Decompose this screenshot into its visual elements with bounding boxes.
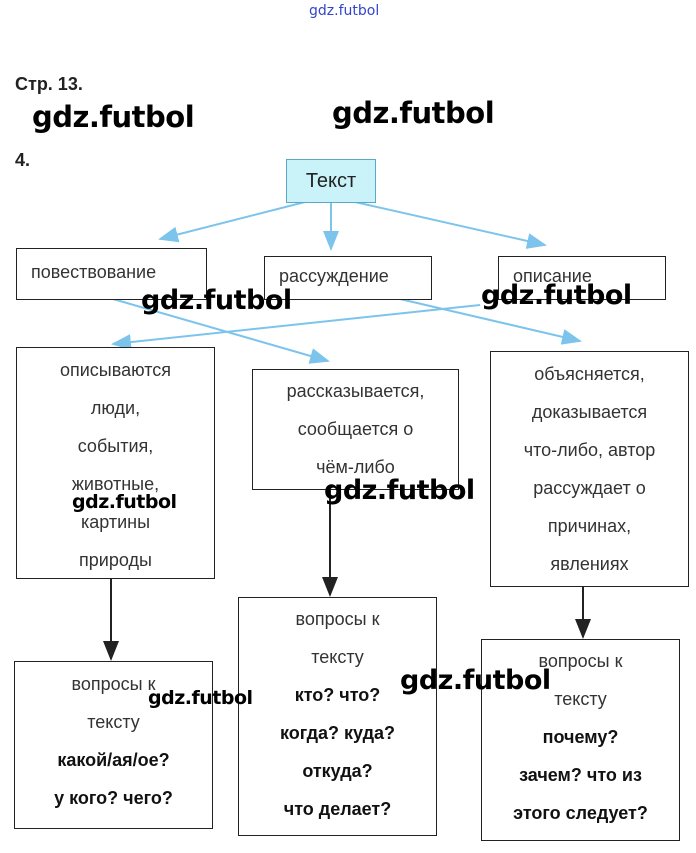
questions-heading: вопросы к <box>71 674 156 694</box>
watermark: gdz.futbol <box>400 665 551 696</box>
type-opisanie: описание <box>498 256 666 300</box>
type-povestvovanie: повествование <box>16 248 207 300</box>
type-label: повествование <box>31 262 157 282</box>
arrow-root-to-povestvovanie <box>158 201 306 243</box>
desc-line: животные, <box>71 474 160 494</box>
desc-line: природы <box>79 550 152 570</box>
watermark: gdz.futbol <box>481 280 632 311</box>
question-item: откуда? <box>302 761 373 781</box>
watermark: gdz.futbol <box>72 491 177 513</box>
questions-heading: вопросы к <box>538 651 623 671</box>
question-item: почему? <box>542 727 619 747</box>
desc-rassuzhdenie: рассказывается, сообщается о чём-либо <box>252 369 459 490</box>
desc-opisanie: объясняется, доказывается что-либо, авто… <box>490 351 689 587</box>
desc-line: события, <box>77 436 154 456</box>
desc-line: люди, <box>90 398 141 418</box>
question-item: что делает? <box>283 799 392 819</box>
watermark: gdz.futbol <box>141 285 292 316</box>
watermark: gdz.futbol <box>332 96 495 130</box>
question-item: когда? куда? <box>279 723 395 743</box>
question-item: какой/ая/ое? <box>57 750 170 770</box>
desc-line: доказывается <box>531 402 648 422</box>
root-node: Текст <box>286 159 376 203</box>
watermark: gdz.futbol <box>148 687 253 709</box>
questions-middle: вопросы к тексту кто? что? когда? куда? … <box>238 597 437 836</box>
arrow-opisanie-to-desc <box>111 304 481 351</box>
desc-line: объясняется, <box>534 364 645 384</box>
questions-heading: тексту <box>554 689 607 709</box>
arrow-povestvovanie-to-desc <box>112 298 330 364</box>
desc-povestvovanie: описываются люди, события, животные, кар… <box>16 347 215 579</box>
question-item: этого следует? <box>513 803 648 823</box>
arrow-rassuzhdenie-to-desc <box>399 298 582 345</box>
arrow-root-to-opisanie <box>354 201 547 249</box>
questions-heading: вопросы к <box>295 609 380 629</box>
question-item: у кого? чего? <box>54 788 173 808</box>
desc-line: что-либо, автор <box>523 440 656 460</box>
desc-line: явлениях <box>550 554 629 574</box>
type-label: описание <box>513 266 592 286</box>
page-label: Стр. 13. <box>15 74 83 94</box>
desc-line: сообщается о <box>297 419 414 439</box>
type-rassuzhdenie: рассуждение <box>264 256 432 300</box>
task-number: 4. <box>15 150 31 170</box>
desc-line: чём-либо <box>316 457 395 477</box>
desc-line: рассказывается, <box>286 381 425 401</box>
desc-line: причинах, <box>547 516 632 536</box>
questions-left: вопросы к тексту какой/ая/ое? у кого? че… <box>14 661 213 829</box>
header-watermark: gdz.futbol <box>309 3 380 19</box>
type-label: рассуждение <box>279 266 389 286</box>
watermark: gdz.futbol <box>324 475 475 506</box>
questions-right: вопросы к тексту почему? зачем? что из э… <box>481 639 680 841</box>
desc-line: описываются <box>59 360 171 380</box>
questions-heading: тексту <box>87 712 140 732</box>
question-item: кто? что? <box>294 685 381 705</box>
questions-heading: тексту <box>311 647 364 667</box>
root-label: Текст <box>305 170 357 192</box>
question-item: зачем? что из <box>519 765 642 785</box>
watermark: gdz.futbol <box>32 100 195 134</box>
desc-line: рассуждает о <box>533 478 646 498</box>
desc-line: картины <box>80 512 151 532</box>
